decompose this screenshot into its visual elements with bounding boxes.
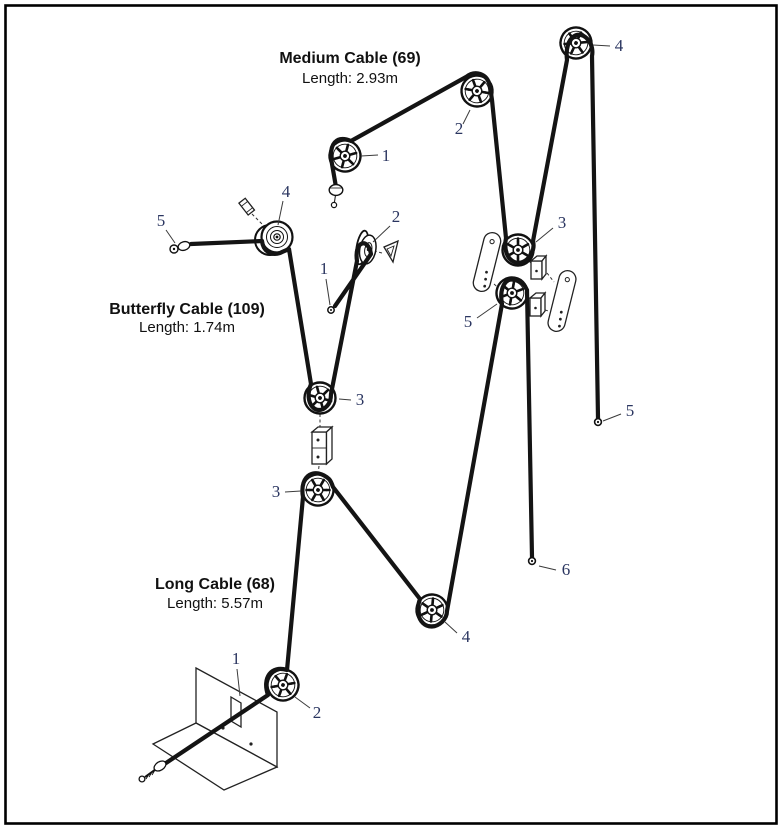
butterfly-cable-length: Length: 1.74m — [139, 319, 235, 336]
long-cable-length: Length: 5.57m — [167, 595, 263, 612]
cable-titles: Medium Cable (69) Length: 2.93m Butterfl… — [109, 50, 420, 612]
panel-floor — [151, 722, 279, 791]
butterfly-end-1-dot — [330, 309, 332, 311]
leader-lines — [165, 44, 622, 709]
label-long-3: 3 — [272, 482, 281, 501]
label-butterfly-3: 3 — [356, 390, 365, 409]
medium-end-5-dot — [596, 420, 600, 424]
clip-near-butterfly-pulley4 — [238, 197, 264, 226]
long-end-6-dot — [530, 559, 534, 563]
label-butterfly-2: 2 — [392, 207, 401, 226]
medium-ball-end — [328, 183, 344, 209]
mount-plate-right — [547, 270, 577, 332]
medium-cable-path — [328, 32, 601, 421]
cable-ends — [138, 183, 603, 783]
label-long-6: 6 — [562, 560, 571, 579]
angle-bracket-upper — [529, 254, 548, 281]
label-medium-1: 1 — [382, 146, 391, 165]
butterfly-cable-title: Butterfly Cable (109) — [109, 301, 265, 318]
long-cable-path — [163, 277, 535, 766]
u-bracket-middle — [310, 414, 334, 476]
long-threaded-end — [138, 760, 167, 783]
label-medium-5: 5 — [626, 401, 635, 420]
label-long-5: 5 — [464, 312, 473, 331]
angle-bracket-lower — [528, 291, 547, 318]
label-butterfly-5: 5 — [157, 211, 166, 230]
medium-cable-title: Medium Cable (69) — [279, 50, 420, 67]
cables — [163, 32, 601, 766]
page-border — [4, 4, 778, 825]
long-cable-title: Long Cable (68) — [155, 576, 275, 593]
panel-screw-dot — [249, 742, 253, 746]
label-butterfly-4: 4 — [282, 182, 291, 201]
butterfly-cable-path — [188, 238, 374, 413]
medium-cable-length: Length: 2.93m — [302, 70, 398, 87]
label-butterfly-1: 1 — [320, 259, 329, 278]
label-medium-2: 2 — [455, 119, 464, 138]
label-long-2: 2 — [313, 703, 322, 722]
label-medium-3: 3 — [558, 213, 567, 232]
mount-plates-right — [472, 231, 577, 332]
label-long-4: 4 — [462, 627, 471, 646]
mount-plate-left — [472, 231, 502, 293]
part-number-labels: 1 2 3 4 5 5 4 2 1 3 3 1 2 4 5 6 — [157, 36, 635, 722]
butterfly-end-5 — [169, 240, 191, 254]
label-medium-4: 4 — [615, 36, 624, 55]
label-long-1: 1 — [232, 649, 241, 668]
